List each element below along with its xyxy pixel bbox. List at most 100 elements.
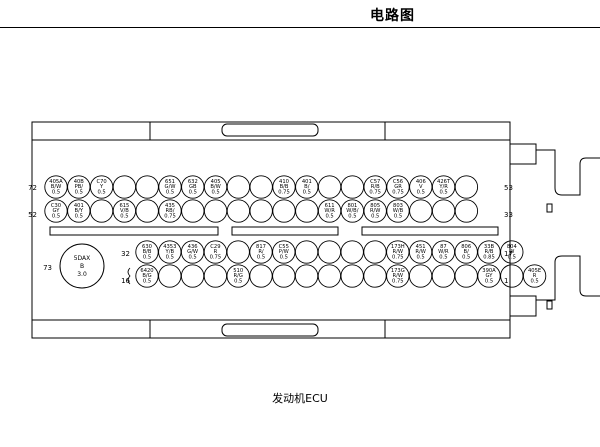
pin-size-r4-18: 0.5 (530, 279, 538, 285)
pin-size-r3-17: 0.5 (508, 255, 516, 261)
pin-r4-8 (294, 264, 319, 288)
pin-color-r3-4: R (214, 249, 218, 255)
pin-size-r1-3: 0.5 (97, 190, 105, 196)
pin-code-r1-1: 405A (49, 179, 63, 185)
pin-color-r4-16: GY (486, 273, 494, 279)
row3-left-number: 32 (121, 250, 130, 258)
pin-size-r3-14: 0.5 (439, 255, 447, 261)
pin-code-r3-6: 817 (256, 244, 266, 250)
pin-size-r2-15: 0.5 (371, 214, 379, 220)
pin-color-r3-13: R/W (415, 249, 425, 255)
pin-size-r1-1: 0.5 (52, 190, 60, 196)
pin-color-r1-11: B/B (280, 184, 289, 190)
pin-code-r1-6: 651 (165, 179, 175, 185)
pin-color-r3-7: P/W (279, 249, 289, 255)
pin-r4-3 (180, 264, 205, 288)
pin-color-r2-1: GY (53, 208, 61, 214)
pin-code-r1-12: 401 (302, 179, 312, 185)
pin-color-r4-18: R (533, 273, 537, 279)
big-pin-73: 5DAX B 3.0 73 (43, 243, 105, 289)
pin-size-r3-1: 0.5 (143, 255, 151, 261)
pin-code-r1-16: C56 (393, 179, 403, 185)
pin-code-r3-12: 173H (391, 244, 405, 250)
pin-color-r2-4: V/B (120, 208, 129, 214)
pin-color-r3-17: W (509, 249, 514, 255)
connector-inner-face (31, 139, 511, 321)
connector-outer-body (31, 121, 511, 339)
pin-size-r1-2: 0.5 (75, 190, 83, 196)
right-tab-top (509, 143, 537, 165)
separator-bar-middle (231, 226, 339, 236)
pin-size-r1-17: 0.5 (417, 190, 425, 196)
pin-size-r1-8: 0.5 (211, 190, 219, 196)
top-latch-outer (149, 121, 386, 141)
pin-code-r4-12: 173G (391, 268, 405, 274)
pin-r1-5 (135, 175, 159, 199)
diagram-caption: 发动机ECU (272, 392, 328, 405)
pin-size-r4-5: 0.5 (234, 279, 242, 285)
pin-code-r3-1: 630 (142, 244, 152, 250)
pin-r2-5 (135, 199, 159, 223)
row1-right-number: 53 (504, 184, 513, 192)
pin-code-r1-15: C57 (370, 179, 380, 185)
right-notch-top (546, 203, 553, 213)
pin-size-r2-6: 0.75 (164, 214, 176, 220)
pin-size-r1-7: 0.5 (189, 190, 197, 196)
row2-left-number: 52 (28, 211, 37, 219)
pin-r2-17 (409, 199, 433, 223)
pin-color-r1-8: B/W (210, 184, 220, 190)
pin-size-r1-6: 0.5 (166, 190, 174, 196)
pin-color-r1-17: V (419, 184, 423, 190)
pin-code-r4-18: 405E (528, 268, 541, 274)
page-title: 电路图 (370, 8, 415, 24)
pin-size-r1-16: 0.75 (392, 190, 404, 196)
separator-bar-left (49, 226, 219, 236)
pin-code-r3-4: C29 (210, 244, 220, 250)
pin-code-r1-11: 410 (279, 179, 289, 185)
pin-r4-14 (431, 264, 456, 288)
pin-color-r1-6: G/W (165, 184, 176, 190)
pin-code-r3-7: C55 (279, 244, 289, 250)
pin-r1-13 (317, 175, 342, 199)
pin-r2-7 (181, 199, 205, 223)
row3-right-number: 17 (504, 250, 513, 258)
pin-r1-14 (340, 175, 365, 199)
right-notch-bottom (546, 300, 553, 310)
pin-size-r2-14: 0.5 (348, 214, 356, 220)
pin-size-r3-12: 0.75 (392, 255, 404, 261)
pin-code-r4-1: 6420 (140, 268, 153, 274)
pin-r4-6 (249, 264, 273, 288)
pin-r2-10 (249, 199, 273, 223)
pin-code-r1-7: 632 (188, 179, 198, 185)
pin-color-r1-18: Y/R (438, 184, 448, 190)
pin-size-r3-7: 0.5 (280, 255, 288, 261)
pin-size-r3-13: 0.5 (416, 255, 424, 261)
pin-r3-10 (340, 240, 364, 264)
pin-color-r2-6: RB/ (166, 208, 175, 214)
pin-color-r1-12: B/ (304, 184, 310, 190)
pin-color-r1-2: PB/ (75, 184, 84, 190)
pin-code-r1-3: C70 (96, 179, 106, 185)
pin-color-r3-3: G/W (187, 249, 198, 255)
right-tab-bottom (509, 295, 537, 317)
pin-color-r3-6: R/ (258, 249, 264, 255)
pin-code-r2-6: 435 (165, 203, 175, 209)
wire-lead-top (536, 149, 600, 196)
pin-r2-9 (226, 199, 251, 223)
pin-code-r4-16: 390A (482, 268, 496, 274)
pin-color-r2-13: W/R (324, 208, 335, 214)
pin-color-r3-15: B/ (464, 249, 470, 255)
pin-r3-5 (226, 240, 250, 264)
pin-code-r1-17: 406 (416, 179, 426, 185)
pin-r2-11 (272, 199, 296, 223)
pin-color-r4-12: R/W (393, 273, 403, 279)
pin-code-r2-1: C30 (51, 203, 61, 209)
pin-code-r1-8: 405 (211, 179, 221, 185)
bottom-latch-outer (149, 319, 386, 339)
pin-size-r1-18: 0.5 (439, 190, 447, 196)
pin-color-r3-16: R/B (485, 249, 494, 255)
pin-color-r2-2: B/Y (75, 208, 84, 214)
pin-size-r1-11: 0.75 (278, 190, 290, 196)
pin-r3-11 (363, 240, 387, 264)
pin-size-r3-15: 0.5 (462, 255, 470, 261)
